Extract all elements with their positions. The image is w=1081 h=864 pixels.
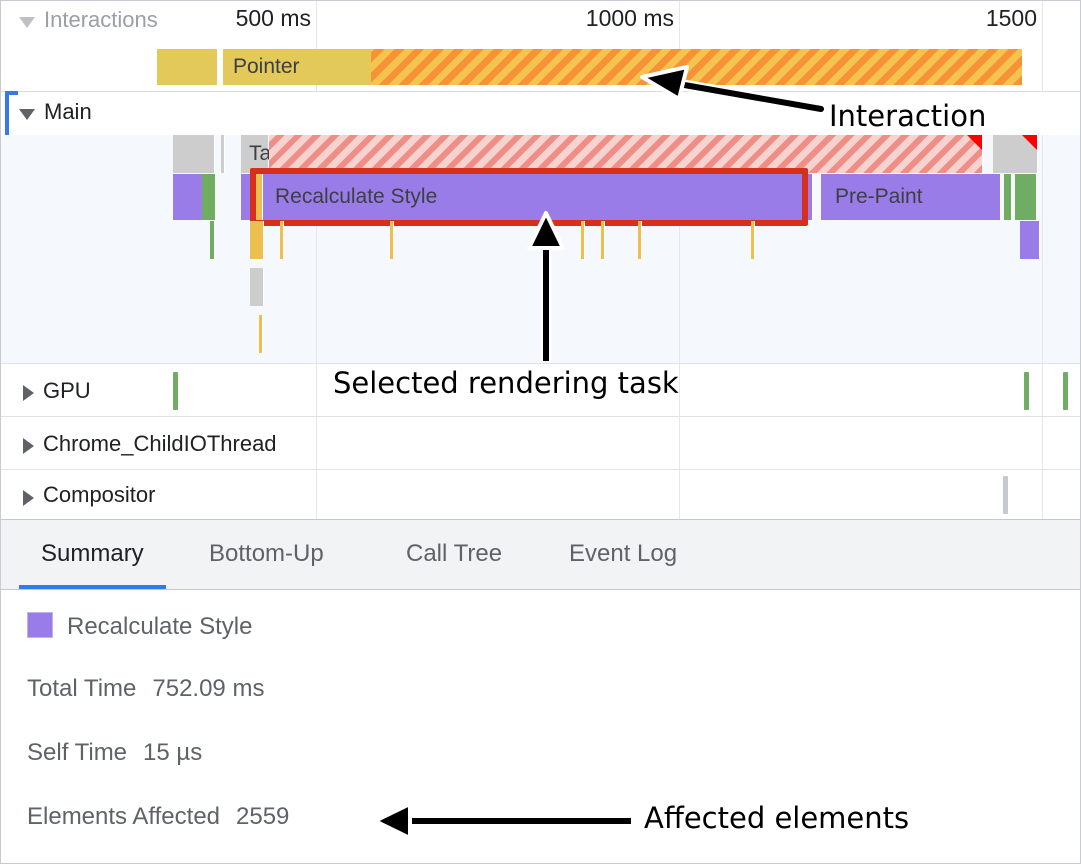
flamechart-event[interactable] [210, 221, 215, 259]
flamechart-event[interactable] [1015, 174, 1037, 220]
flamechart-event[interactable] [173, 174, 203, 220]
summary-key: Self Time [27, 739, 128, 766]
flamechart-event[interactable] [202, 174, 216, 220]
flamechart-event[interactable] [221, 135, 225, 173]
flamechart-event[interactable] [390, 221, 394, 259]
caret-down-icon[interactable] [19, 17, 35, 29]
summary-value: 15 µs [143, 739, 203, 766]
track-header-main[interactable]: Main [19, 99, 92, 125]
caret-right-icon[interactable] [23, 385, 34, 402]
gridline [316, 470, 317, 520]
interaction-event-label: Pointer [233, 55, 300, 78]
gpu-event-tick[interactable] [1024, 372, 1029, 410]
track-compositor[interactable]: Compositor [1, 469, 1080, 520]
flamechart-event-long-task[interactable] [269, 135, 982, 173]
flamechart-event[interactable] [1020, 221, 1040, 259]
summary-row-elements-affected: Elements Affected 2559 [27, 803, 289, 831]
summary-key: Elements Affected [27, 803, 221, 830]
flamechart-event[interactable] [255, 174, 263, 220]
flamechart-event-label: Pre-Paint [835, 185, 923, 208]
flamechart-event[interactable] [250, 221, 264, 259]
flamechart-event-pre-paint[interactable]: Pre-Paint [821, 174, 1001, 220]
gridline [679, 135, 680, 363]
gridline [679, 470, 680, 520]
flamechart-event-long-task[interactable] [993, 135, 1038, 173]
ruler-tick-label: 1000 ms [585, 5, 674, 31]
flamechart-event[interactable] [259, 315, 263, 353]
tab-event-log[interactable]: Event Log [569, 540, 678, 567]
flamechart-event[interactable] [280, 221, 284, 259]
caret-right-icon[interactable] [23, 438, 34, 455]
caret-down-icon[interactable] [19, 109, 35, 121]
ruler-tick-label: 500 ms [235, 5, 311, 31]
flamechart-event[interactable] [173, 135, 215, 173]
details-tabbar[interactable]: Summary Bottom-Up Call Tree Event Log [1, 519, 1080, 590]
gridline [1042, 135, 1043, 363]
gridline [316, 364, 317, 417]
flamechart-event[interactable] [250, 268, 264, 306]
main-flamechart[interactable]: Task Recalculate Style Pre-Paint [1, 135, 1080, 363]
gridline [1042, 417, 1043, 470]
track-title-gpu: GPU [43, 377, 91, 403]
gridline [316, 135, 317, 363]
summary-event-title: Recalculate Style [27, 612, 252, 641]
gridline [316, 417, 317, 470]
annotation-selected-task-label: Selected rendering task [333, 366, 679, 400]
compositor-event-tick[interactable] [1003, 476, 1008, 514]
gridline [1042, 364, 1043, 417]
summary-row-self-time: Self Time 15 µs [27, 739, 202, 767]
interaction-event-pointer[interactable]: Pointer [223, 49, 371, 85]
track-header-compositor[interactable]: Compositor [23, 482, 155, 508]
track-title-compositor: Compositor [43, 482, 156, 507]
summary-row-total-time: Total Time 752.09 ms [27, 675, 264, 703]
track-title-interactions: Interactions [44, 7, 158, 32]
summary-pane: Recalculate Style Total Time 752.09 ms Se… [1, 589, 1080, 863]
track-header-interactions[interactable]: Interactions [1, 3, 158, 33]
gridline [679, 1, 680, 39]
flamechart-event[interactable] [581, 221, 585, 259]
gridline [1042, 1, 1043, 39]
long-task-warning-icon [967, 135, 982, 150]
track-gpu[interactable]: GPU [1, 363, 1080, 417]
flamechart-event-label: Recalculate Style [275, 185, 438, 208]
summary-value: 2559 [236, 803, 290, 830]
track-title-main: Main [44, 99, 92, 124]
interactions-track[interactable]: Pointer [1, 39, 1080, 92]
track-header-chrome-childiothread[interactable]: Chrome_ChildIOThread [23, 431, 277, 457]
flamechart-event[interactable] [751, 221, 755, 259]
caret-right-icon[interactable] [23, 489, 34, 506]
gridline [679, 417, 680, 470]
gpu-event-tick[interactable] [1063, 372, 1068, 410]
summary-key: Total Time [27, 675, 137, 702]
interaction-event[interactable] [157, 49, 217, 85]
track-title-chrome-childiothread: Chrome_ChildIOThread [43, 430, 277, 456]
track-header-gpu[interactable]: GPU [23, 378, 91, 404]
gpu-event-tick[interactable] [173, 372, 178, 410]
track-chrome-childiothread[interactable]: Chrome_ChildIOThread [1, 416, 1080, 470]
interaction-event-hatched[interactable] [371, 49, 1022, 85]
summary-event-name: Recalculate Style [67, 613, 253, 640]
annotation-interaction-label: Interaction [829, 99, 987, 133]
gridline [1042, 39, 1043, 91]
gridline [679, 364, 680, 417]
timeline-ruler[interactable]: 500 ms 1000 ms 1500 ms [1, 1, 1080, 58]
tab-summary[interactable]: Summary [19, 520, 166, 590]
long-task-warning-icon [1022, 135, 1037, 150]
tab-bottom-up[interactable]: Bottom-Up [209, 540, 324, 567]
tab-call-tree[interactable]: Call Tree [406, 540, 503, 567]
event-color-swatch [27, 612, 53, 638]
selection-highlight-box [250, 168, 808, 226]
annotation-affected-elements-label: Affected elements [644, 801, 910, 835]
gridline [1042, 470, 1043, 520]
flamechart-event[interactable] [601, 221, 605, 259]
gridline [316, 1, 317, 39]
summary-value: 752.09 ms [152, 675, 265, 702]
flamechart-event[interactable] [638, 221, 642, 259]
flamechart-event[interactable] [1004, 174, 1012, 220]
